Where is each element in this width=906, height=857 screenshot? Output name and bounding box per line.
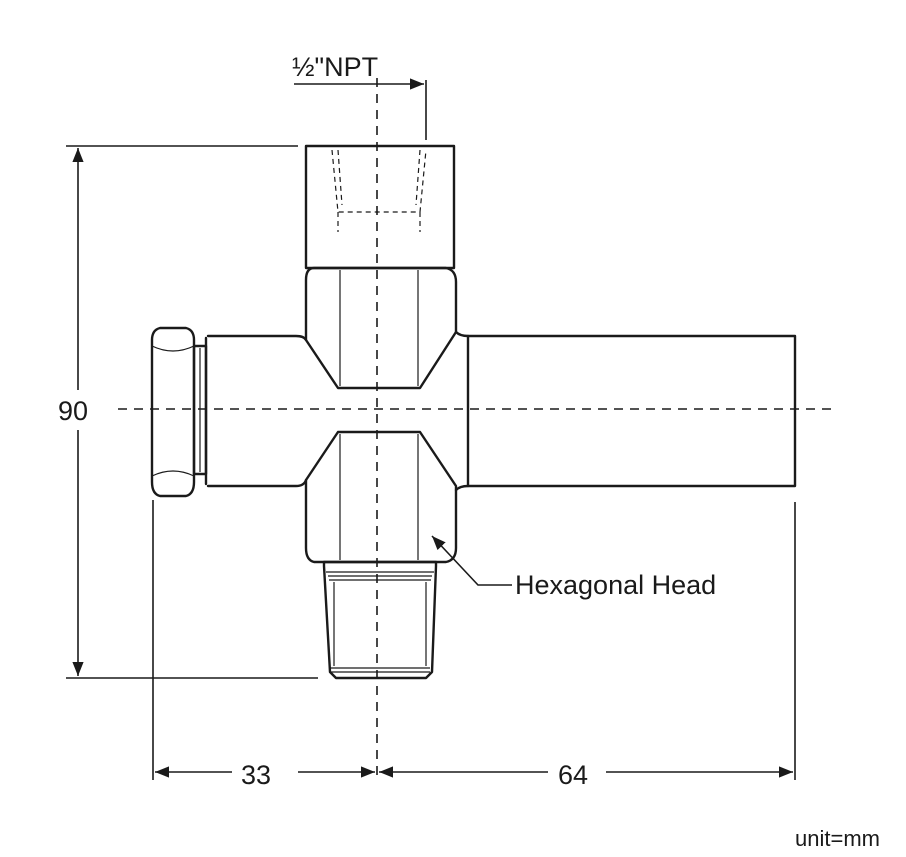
main-body-bottom-edge: [206, 478, 308, 488]
hexagonal-head-callout: Hexagonal Head: [431, 535, 716, 600]
cap-nut-collar: [192, 344, 208, 476]
main-body-bottom-right-edge: [454, 484, 470, 492]
left-width-dimension: 33: [152, 500, 375, 790]
left-width-label: 33: [241, 760, 271, 790]
upper-hex-section: [304, 266, 458, 390]
male-thread-outline: [322, 560, 438, 680]
main-body: [204, 330, 470, 492]
top-fitting: [304, 144, 456, 270]
main-body-top-right-edge: [454, 330, 470, 338]
height-dimension: 90: [58, 145, 318, 679]
right-width-dimension: 64: [379, 502, 796, 790]
bottom-male-thread: [322, 560, 438, 680]
height-label: 90: [58, 396, 88, 426]
right-width-label: 64: [558, 760, 588, 790]
center-lines: [118, 78, 832, 780]
cap-nut-upper-facet: [151, 345, 195, 352]
callout-label: Hexagonal Head: [515, 570, 716, 600]
tube-outline: [466, 334, 797, 488]
internal-thread-hidden-lines: [331, 149, 427, 232]
lower-hex-outline: [304, 430, 458, 564]
top-port-body: [304, 144, 456, 270]
cap-nut-outline: [150, 326, 196, 498]
unit-label: unit=mm: [795, 826, 880, 851]
cap-nut-lower-facet: [151, 470, 195, 477]
upper-hex-outline: [304, 266, 458, 390]
main-body-top-edge: [206, 334, 308, 342]
callout-leader-line: [431, 535, 512, 586]
npt-label: ½"NPT: [292, 52, 378, 82]
right-tube: [466, 334, 797, 488]
lower-hex-section: [304, 430, 458, 564]
npt-dimension: ½"NPT: [292, 52, 427, 140]
left-cap-nut: [150, 326, 208, 498]
